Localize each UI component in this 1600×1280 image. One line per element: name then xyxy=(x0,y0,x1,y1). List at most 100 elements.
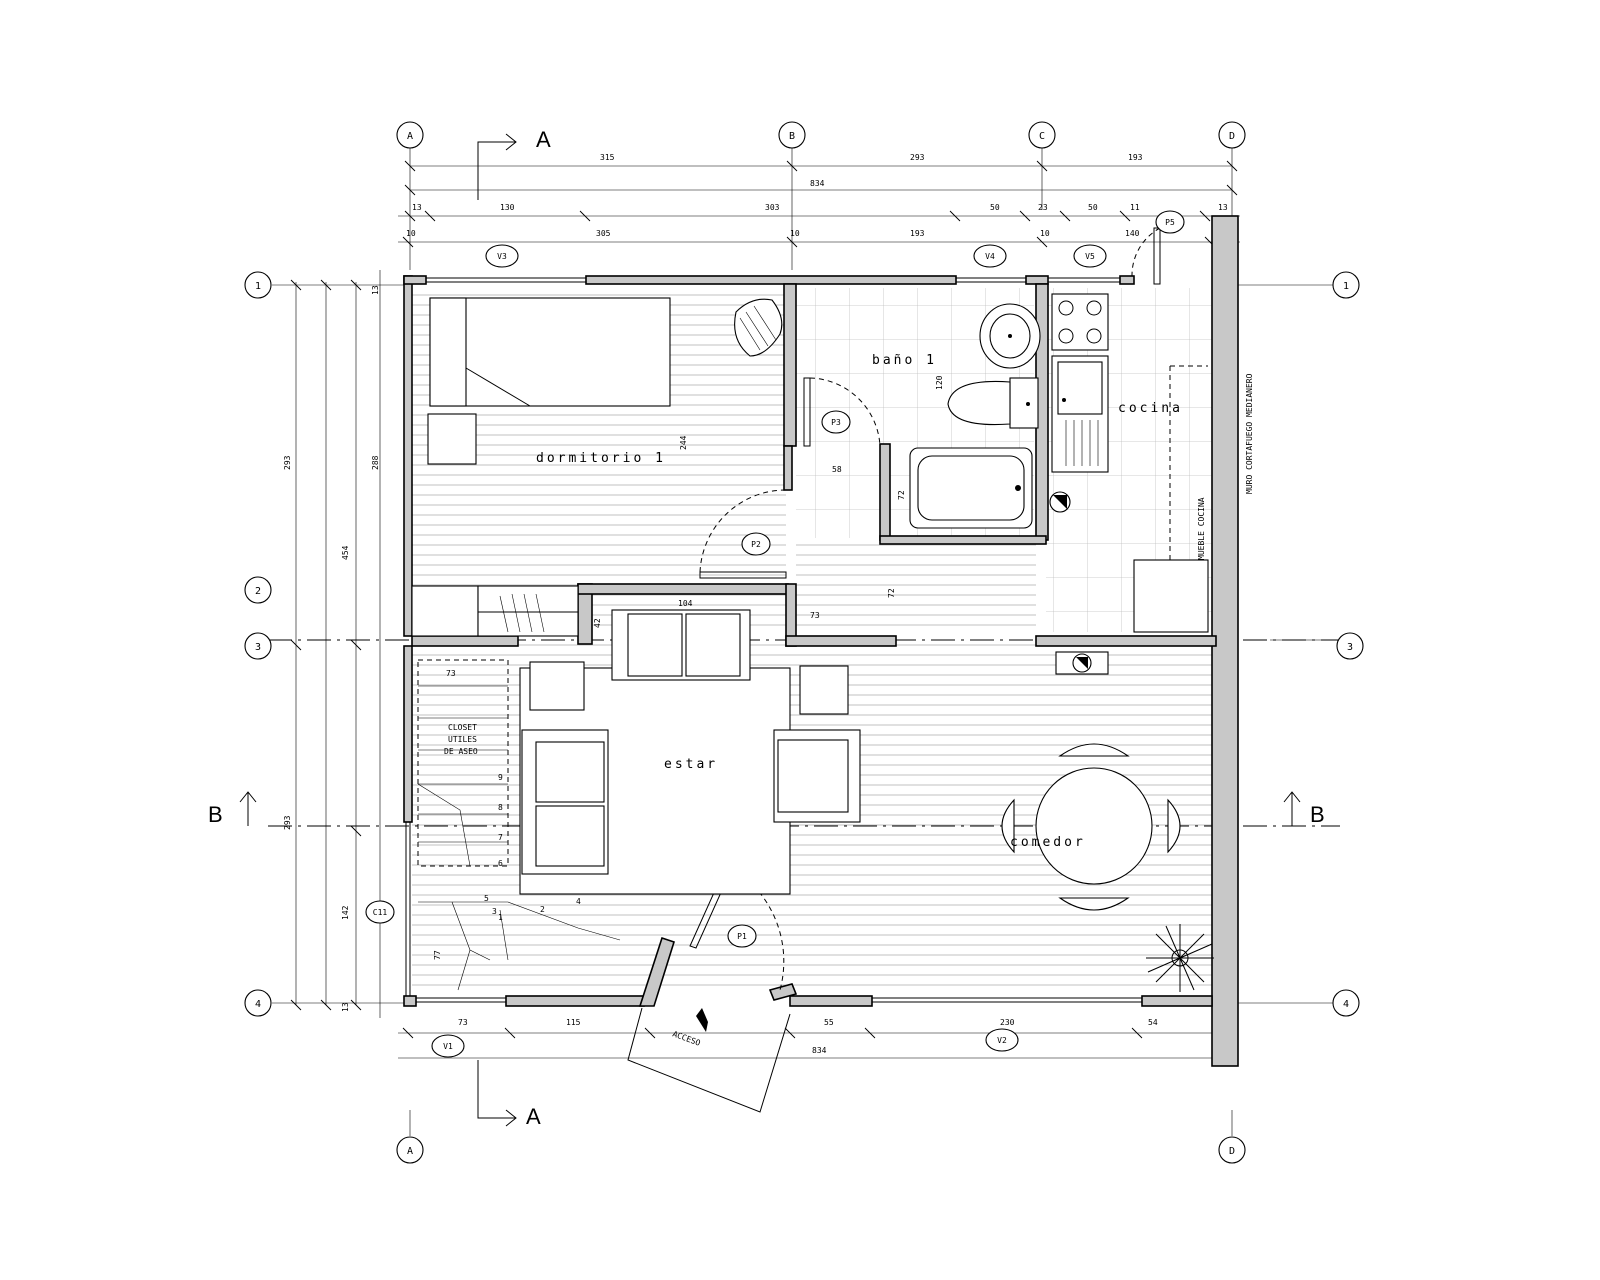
svg-text:23: 23 xyxy=(1038,203,1048,212)
svg-text:CLOSET: CLOSET xyxy=(448,723,477,732)
bathtub xyxy=(909,447,1033,529)
svg-text:58: 58 xyxy=(832,465,842,474)
dining-set xyxy=(1001,743,1181,911)
svg-text:288: 288 xyxy=(371,455,380,470)
svg-text:315: 315 xyxy=(600,153,615,162)
grid-marker-1-right: 1 xyxy=(1332,271,1360,299)
svg-text:293: 293 xyxy=(910,153,925,162)
svg-text:293: 293 xyxy=(283,815,292,830)
furniture: 1 2 3 4 5 6 7 8 9 CLOSET UTILES DE ASEO … xyxy=(411,293,1214,1113)
svg-text:834: 834 xyxy=(812,1046,827,1055)
svg-text:73: 73 xyxy=(810,611,820,620)
label-estar: estar xyxy=(664,757,718,772)
door-p5-swing xyxy=(1131,227,1161,277)
toilet xyxy=(947,377,1039,429)
grid-marker-4-left: 4 xyxy=(244,989,272,1017)
svg-text:D: D xyxy=(1229,131,1235,142)
wall-west-mid xyxy=(403,645,413,823)
svg-text:A: A xyxy=(526,1104,541,1129)
svg-text:120: 120 xyxy=(935,375,944,390)
label-bano: baño 1 xyxy=(872,353,937,368)
desk-chair xyxy=(734,298,783,357)
grid-marker-d-top: D xyxy=(1218,121,1246,149)
svg-text:193: 193 xyxy=(910,229,925,238)
svg-text:230: 230 xyxy=(1000,1018,1015,1027)
svg-text:1: 1 xyxy=(1343,281,1349,292)
svg-text:10: 10 xyxy=(790,229,800,238)
grid-marker-2-left: 2 xyxy=(244,576,272,604)
tag-v4: V4 xyxy=(973,244,1007,268)
svg-text:3: 3 xyxy=(492,907,497,916)
tag-v3: V3 xyxy=(485,244,519,268)
grid-marker-a-top: A xyxy=(396,121,424,149)
svg-text:13: 13 xyxy=(371,285,380,295)
wall-living-north xyxy=(577,583,789,595)
svg-text:P5: P5 xyxy=(1165,218,1175,227)
stove xyxy=(1051,293,1109,351)
wall-west-upper xyxy=(403,275,413,637)
svg-text:50: 50 xyxy=(1088,203,1098,212)
doors xyxy=(689,227,1161,991)
wall-south-3 xyxy=(1141,995,1213,1007)
svg-text:D: D xyxy=(1229,1146,1235,1157)
entry-arrow xyxy=(696,1008,708,1032)
svg-text:A: A xyxy=(407,131,413,142)
svg-text:C: C xyxy=(1039,131,1045,142)
svg-text:303: 303 xyxy=(765,203,780,212)
grid-marker-3-left: 3 xyxy=(244,632,272,660)
door-p2-swing xyxy=(699,489,787,573)
svg-text:104: 104 xyxy=(678,599,693,608)
tag-p2: P2 xyxy=(741,532,771,556)
svg-text:244: 244 xyxy=(679,435,688,450)
svg-text:MUEBLE COCINA: MUEBLE COCINA xyxy=(1197,497,1206,560)
svg-text:C11: C11 xyxy=(373,908,388,917)
wardrobe xyxy=(411,585,579,637)
svg-text:A: A xyxy=(536,127,551,152)
grid-marker-d-bottom: D xyxy=(1218,1136,1246,1164)
svg-text:10: 10 xyxy=(406,229,416,238)
svg-text:142: 142 xyxy=(341,905,350,920)
svg-text:V2: V2 xyxy=(997,1036,1007,1045)
bed-fold xyxy=(465,367,531,407)
svg-text:454: 454 xyxy=(341,545,350,560)
tag-p5: P5 xyxy=(1155,210,1185,234)
wall-north-3 xyxy=(1025,275,1049,285)
svg-text:4: 4 xyxy=(255,999,261,1010)
svg-text:8: 8 xyxy=(498,803,503,812)
wall-entry-right xyxy=(768,983,798,1001)
svg-text:9: 9 xyxy=(498,773,503,782)
svg-text:72: 72 xyxy=(897,490,906,500)
svg-text:B: B xyxy=(789,131,795,142)
grid-marker-c-top: C xyxy=(1028,121,1056,149)
wall-south-1 xyxy=(505,995,645,1007)
tag-c11: C11 xyxy=(365,900,395,924)
door-p3-swing xyxy=(809,377,881,447)
wall-north-2 xyxy=(585,275,957,285)
svg-text:73: 73 xyxy=(446,669,456,678)
door-p5-leaf xyxy=(1153,227,1161,285)
wall-north-4 xyxy=(1119,275,1135,285)
wall-bano-south xyxy=(879,535,1047,545)
wall-north-1 xyxy=(403,275,427,285)
tag-p3: P3 xyxy=(821,410,851,434)
tag-v2: V2 xyxy=(985,1028,1019,1052)
section-b-left: B xyxy=(208,791,257,827)
svg-text:42: 42 xyxy=(593,618,602,628)
grid-marker-3-right: 3 xyxy=(1336,632,1364,660)
grid-markers: A B C D A D 1 2 3 4 1 3 4 xyxy=(244,121,1364,1164)
sink xyxy=(979,303,1041,369)
wall-dorm-bano-lower xyxy=(783,445,793,491)
svg-text:2: 2 xyxy=(540,905,545,914)
sofa-north xyxy=(611,609,751,681)
wall-south-2 xyxy=(789,995,873,1007)
nightstand xyxy=(427,413,477,465)
side-table-left xyxy=(529,661,585,711)
svg-text:B: B xyxy=(208,802,223,827)
tag-v1: V1 xyxy=(431,1034,465,1058)
entry-landing xyxy=(627,1007,791,1113)
kitchen-sink xyxy=(1051,355,1109,473)
section-a-bottom: A xyxy=(477,1060,541,1129)
wall-hall-south xyxy=(785,635,897,647)
svg-text:DE ASEO: DE ASEO xyxy=(444,747,478,756)
svg-text:55: 55 xyxy=(824,1018,834,1027)
